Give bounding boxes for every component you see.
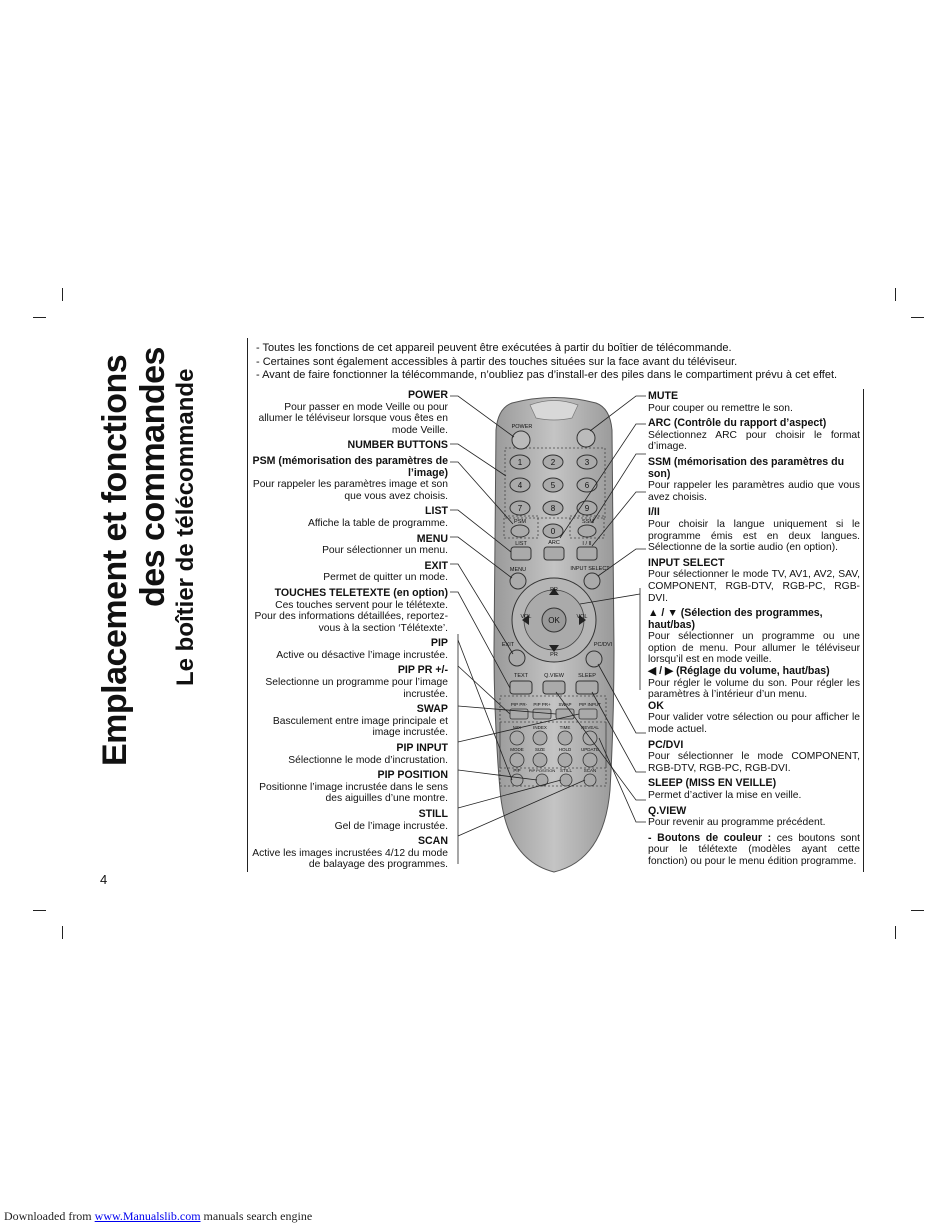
remote-digit: 3 — [585, 458, 590, 467]
remote-label-tt: MODE — [510, 747, 524, 752]
remote-label-pip-row: PIP PR- — [511, 702, 528, 707]
remote-label-power: POWER — [512, 424, 533, 430]
crop-mark — [33, 910, 46, 911]
remote-label-pip-row2: PIP POSITION — [529, 768, 556, 773]
remote-label-i-ii: I / II — [582, 541, 592, 547]
desc-number-buttons: NUMBER BUTTONS — [347, 439, 448, 452]
remote-label-psm: PSM — [514, 519, 526, 525]
remote-digit: 6 — [585, 481, 590, 490]
desc-psm: PSM (mémorisation des paramètres de l’im… — [252, 454, 448, 502]
intro-item: - Certaines sont également accessibles à… — [256, 355, 738, 368]
remote-label-pr: PR — [550, 587, 558, 593]
remote-label-exit: EXIT — [502, 642, 515, 648]
remote-label-pip-row: PIP PR+ — [533, 702, 551, 707]
crop-mark — [911, 910, 924, 911]
intro-item: - Toutes les fonctions de cet appareil p… — [256, 342, 732, 354]
remote-digit: 2 — [551, 458, 556, 467]
intro-item: - Avant de faire fonctionner la télécomm… — [256, 369, 838, 381]
remote-label-tt: UPDATE — [581, 747, 599, 752]
remote-digit: 8 — [551, 504, 556, 513]
crop-mark — [895, 926, 896, 939]
remote-label-ssm: SSM — [582, 519, 594, 525]
remote-label-pip-row2: PIP — [513, 768, 520, 773]
remote-label-list: LIST — [515, 541, 527, 547]
remote-digit: 0 — [551, 527, 556, 536]
remote-label-tt: HOLD — [559, 747, 572, 752]
manualslib-link[interactable]: www.Manualslib.com — [94, 1209, 201, 1223]
remote-label-pr: PR — [550, 652, 558, 658]
crop-mark — [62, 288, 63, 301]
desc-ssm: SSM (mémorisation des paramètres du son)… — [648, 455, 860, 503]
remote-digit: 7 — [518, 504, 523, 513]
crop-mark — [33, 317, 46, 318]
remote-label-tt: MIX — [513, 725, 521, 730]
remote-label-arc: ARC — [548, 540, 560, 546]
desc-color-buttons: - Boutons de couleur : ces boutons sont … — [648, 831, 860, 867]
remote-label-menu: MENU — [510, 567, 526, 573]
remote-label-pcdvi: PC/DVI — [594, 642, 613, 648]
right-rule — [863, 389, 864, 872]
remote-digit: 9 — [585, 504, 590, 513]
remote-label-tt: TIME — [560, 725, 571, 730]
desc-arc: ARC (Contrôle du rapport d’aspect)Sélect… — [648, 417, 860, 453]
remote-label-pip-row2: STILL — [560, 768, 573, 773]
remote-label-text: TEXT — [514, 673, 529, 679]
remote-label-pip-row2: SCAN — [584, 768, 597, 773]
remote-label-tt: SIZE — [535, 747, 545, 752]
remote-digit: 4 — [518, 481, 523, 490]
footer: Downloaded from www.Manualslib.com manua… — [4, 1209, 313, 1223]
crop-mark — [62, 926, 63, 939]
desc-sleep: SLEEP (MISS EN VEILLE)Permet d’activer l… — [648, 777, 802, 801]
remote-digit: 1 — [518, 458, 523, 467]
intro-list: - Toutes les fonctions de cet appareil p… — [256, 342, 866, 383]
remote-label-sleep: SLEEP — [578, 673, 596, 679]
desc-vol: ◀ / ▶ (Réglage du volume, haut/bas)Pour … — [648, 665, 860, 701]
page-number: 4 — [100, 872, 108, 887]
crop-mark — [911, 317, 924, 318]
remote-label-tt: INDEX — [533, 725, 547, 730]
desc-pip-pr: PIP PR +/-Selectionne un programme pour … — [265, 664, 448, 700]
desc-teletext: TOUCHES TELETEXTE (en option)Ces touches… — [254, 586, 448, 634]
remote-label-tt: REVEAL — [581, 725, 599, 730]
remote-label-vol: VOL — [520, 614, 531, 620]
remote-label-ok: OK — [548, 616, 560, 625]
remote-label-input-select: INPUT SELECT — [570, 566, 610, 572]
remote-label-qview: Q.VIEW — [544, 673, 565, 679]
crop-mark — [895, 288, 896, 301]
remote-label-pip-row: PIP INPUT — [579, 702, 601, 707]
desc-pr-up-down: ▲ / ▼ (Sélection des programmes, haut/ba… — [648, 607, 860, 666]
remote-label-vol: VOL — [576, 614, 587, 620]
remote-digit: 5 — [551, 481, 556, 490]
left-rule — [247, 338, 248, 872]
